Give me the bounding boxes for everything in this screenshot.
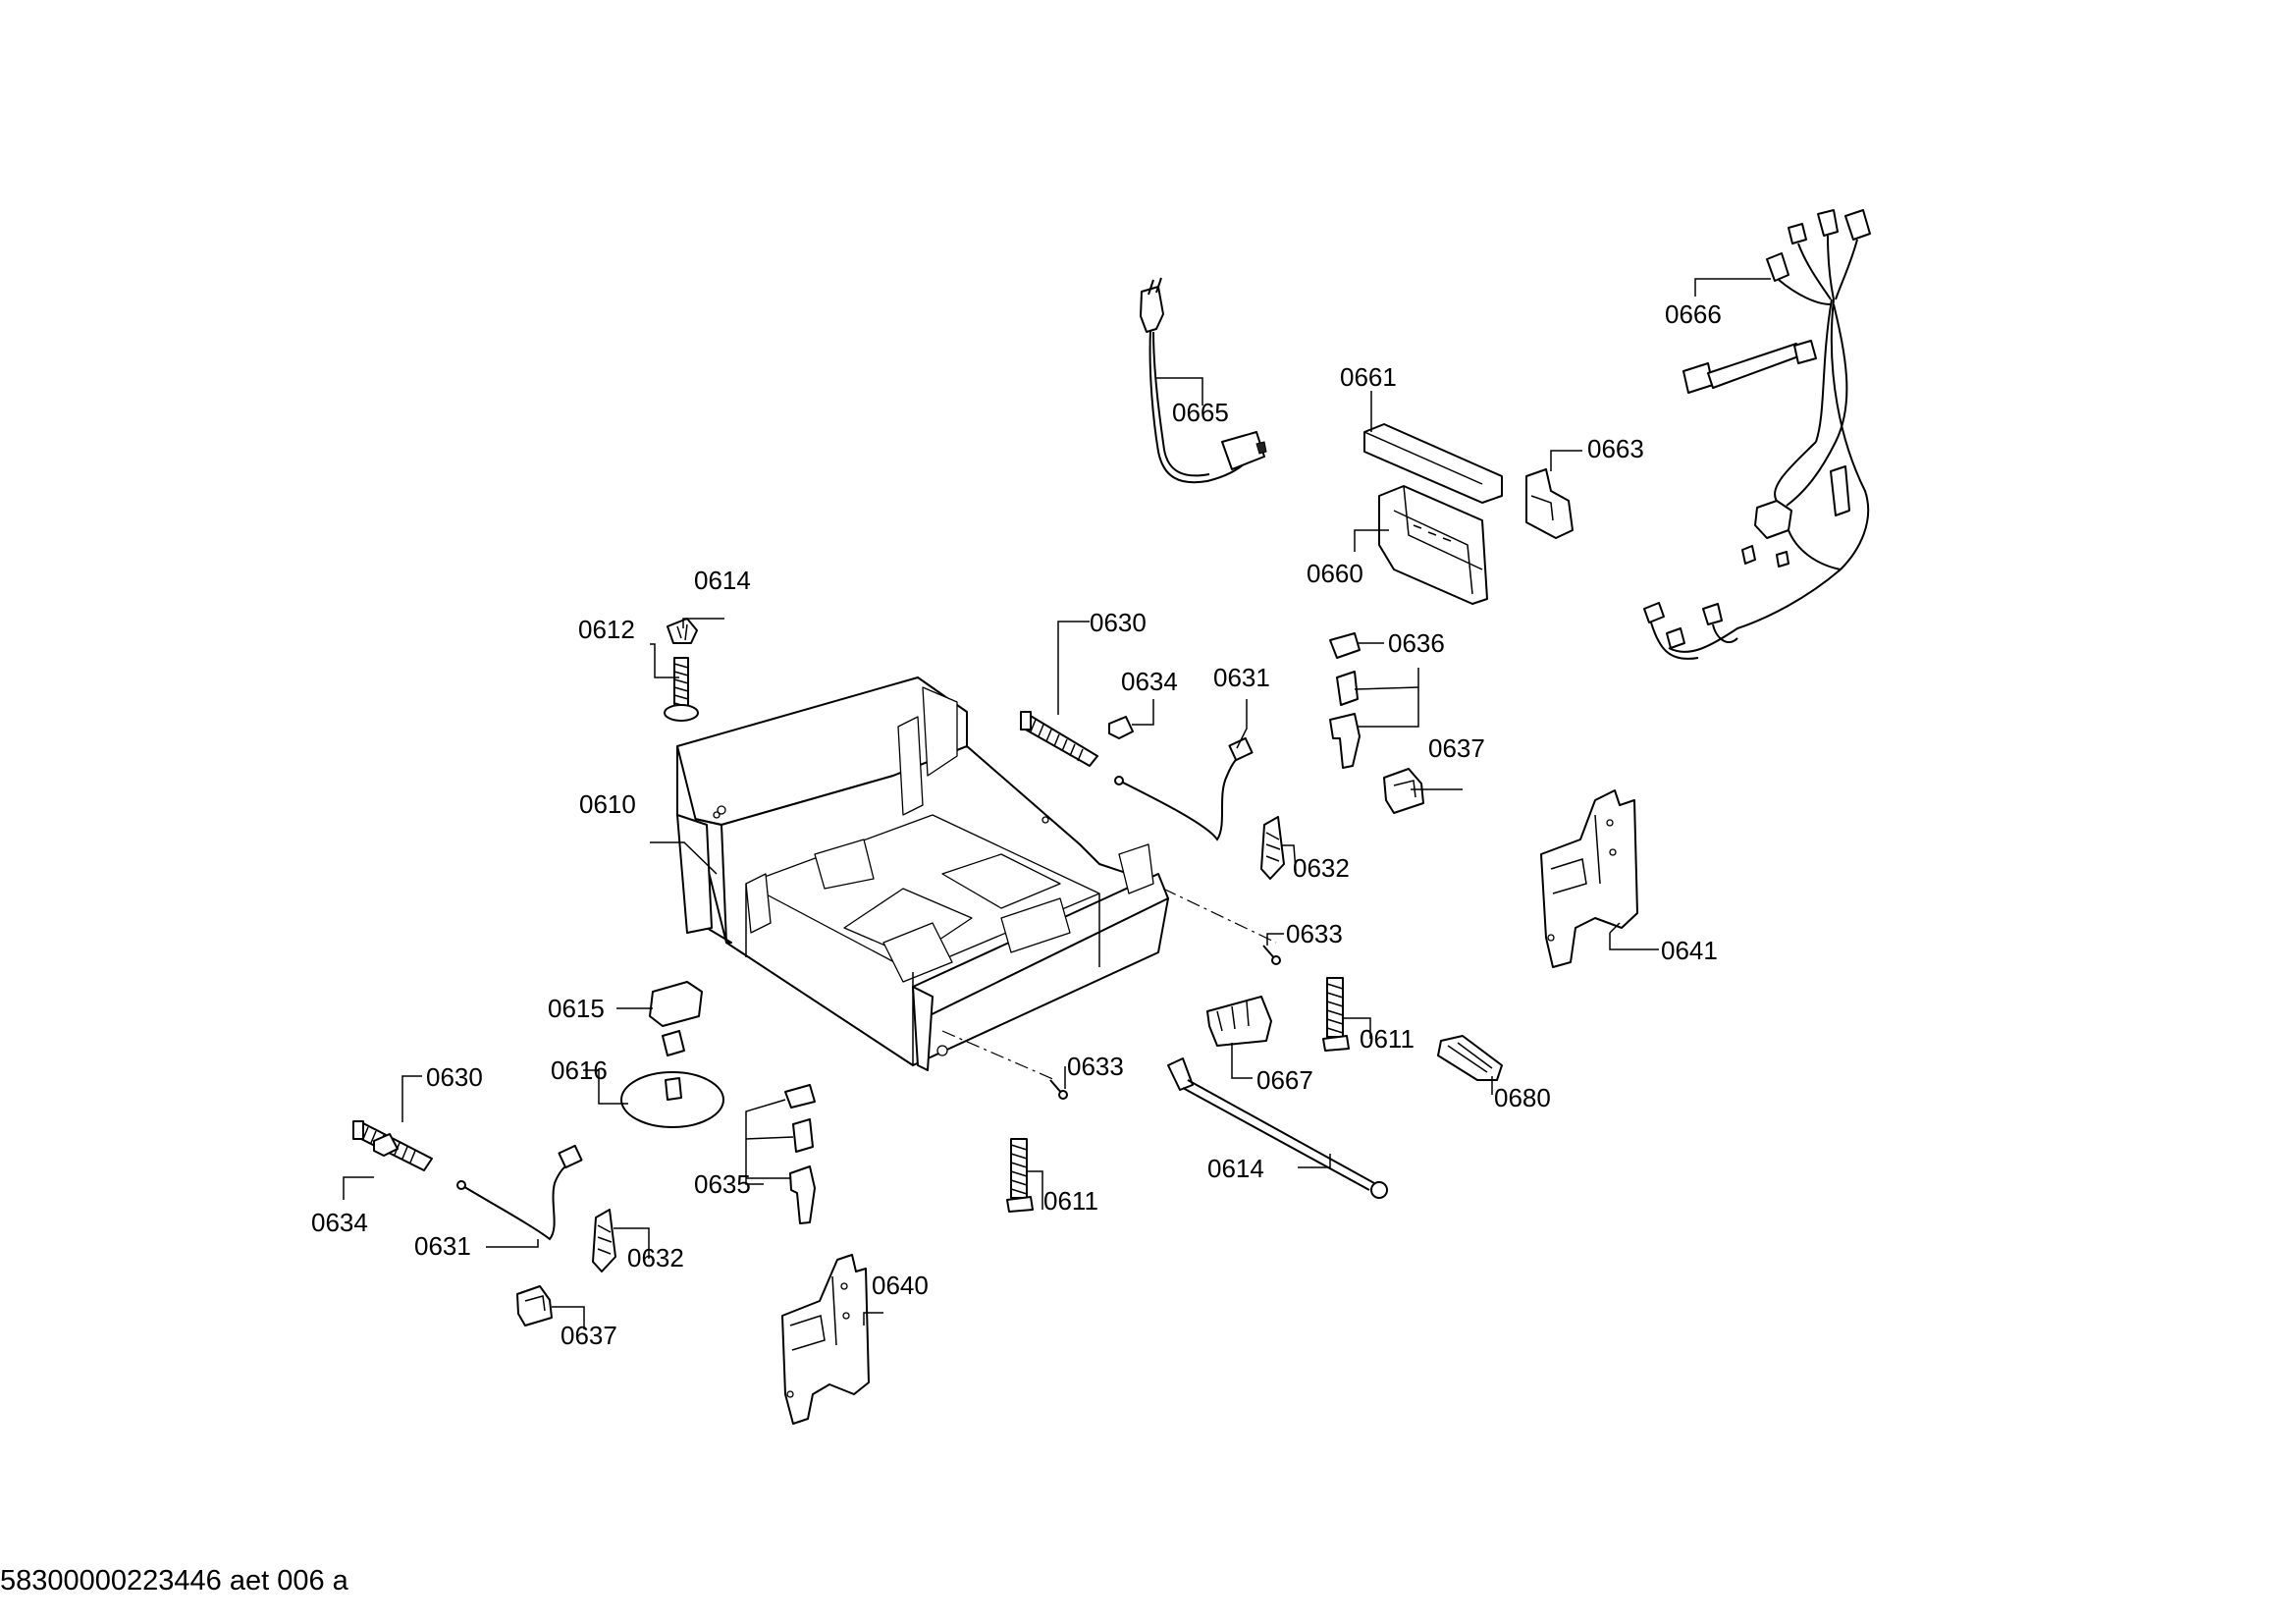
- label-0631-left: 0631: [414, 1231, 471, 1261]
- part-0680-strip: [1437, 1035, 1503, 1081]
- part-0611-foot-left: [1006, 1138, 1034, 1213]
- part-0635-clips: [784, 1084, 816, 1224]
- label-0666: 0666: [1665, 299, 1722, 329]
- part-0611-foot-right: [1322, 977, 1350, 1052]
- label-0630-top: 0630: [1090, 608, 1147, 637]
- label-0660: 0660: [1307, 559, 1363, 588]
- part-0636-clips: [1329, 632, 1361, 769]
- part-0632-holder-left: [592, 1209, 616, 1272]
- label-0632-right: 0632: [1293, 853, 1350, 883]
- part-0631-sensor-cable-right: [1114, 736, 1254, 841]
- part-0667-connector-block: [1206, 996, 1272, 1047]
- label-0633-left: 0633: [1067, 1052, 1124, 1081]
- part-0634-cap-right: [1108, 716, 1134, 739]
- label-0614-top: 0614: [694, 566, 751, 595]
- part-0616-disc: [620, 1071, 724, 1128]
- label-0634-right: 0634: [1121, 667, 1178, 696]
- part-0633-screw-right: [1262, 945, 1281, 965]
- label-0631-right: 0631: [1213, 663, 1270, 692]
- label-0611-right: 0611: [1360, 1024, 1415, 1054]
- part-0641-side-bracket: [1540, 789, 1638, 968]
- label-0663: 0663: [1587, 434, 1644, 463]
- part-0633-screw-left: [1049, 1079, 1068, 1100]
- drawing-code: 58300000223446 aet 006 a: [0, 1565, 348, 1597]
- part-0614-foot-cap: [667, 618, 698, 644]
- part-0631-sensor-cable-left: [456, 1144, 583, 1241]
- part-labels: 0610 0611 0611 0612 0614 0614 0615 0616 …: [311, 299, 1722, 1350]
- part-0637-bracket-left: [516, 1285, 553, 1326]
- part-0612-adjustable-foot: [664, 657, 699, 722]
- label-0635: 0635: [694, 1169, 751, 1199]
- label-0665: 0665: [1172, 398, 1229, 427]
- label-0637-left: 0637: [561, 1321, 617, 1350]
- part-0614-rod: [1167, 1057, 1388, 1199]
- part-0640-side-bracket: [781, 1254, 870, 1425]
- part-0661-top-panel: [1363, 423, 1503, 504]
- label-0615: 0615: [548, 994, 605, 1023]
- label-0616: 0616: [551, 1056, 608, 1085]
- label-0612: 0612: [578, 615, 635, 644]
- label-0630-left: 0630: [426, 1062, 483, 1092]
- part-0632-holder-right: [1260, 816, 1285, 880]
- label-0611-left: 0611: [1043, 1186, 1098, 1216]
- label-0632-left: 0632: [627, 1243, 684, 1272]
- part-0637-bracket-right: [1383, 768, 1424, 814]
- part-0615-module: [649, 981, 703, 1056]
- part-0663-bracket: [1525, 468, 1574, 539]
- part-0634-cap-left: [373, 1133, 399, 1157]
- leader-lines: [343, 278, 1771, 1329]
- part-0666-wiring-harness: [1643, 209, 1871, 660]
- part-0610-base-tub: [676, 677, 1169, 1071]
- label-0633-right: 0633: [1286, 919, 1343, 948]
- label-0614-bottom: 0614: [1207, 1154, 1264, 1183]
- part-0630-spring-right: [1020, 711, 1098, 767]
- label-0640: 0640: [872, 1271, 929, 1300]
- label-0637-right: 0637: [1428, 733, 1485, 763]
- label-0636: 0636: [1388, 628, 1445, 658]
- label-0667: 0667: [1256, 1065, 1313, 1095]
- part-0665-power-cord: [1140, 277, 1267, 484]
- label-0641: 0641: [1661, 936, 1718, 965]
- label-0634-left: 0634: [311, 1208, 368, 1237]
- label-0680: 0680: [1494, 1083, 1551, 1112]
- label-0610: 0610: [579, 789, 636, 819]
- label-0661: 0661: [1340, 362, 1397, 392]
- part-0660-housing: [1378, 485, 1488, 605]
